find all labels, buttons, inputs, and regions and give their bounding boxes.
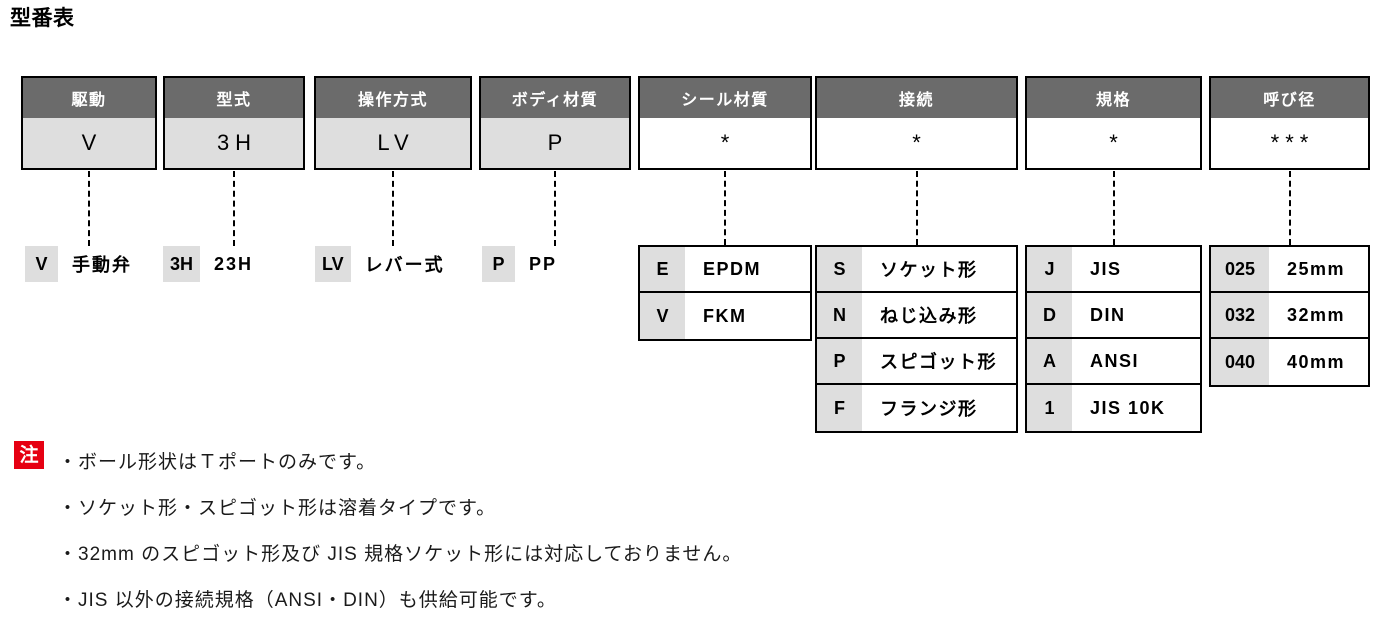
code-box-header: 規格 xyxy=(1027,78,1200,118)
code-box-value: 3H xyxy=(165,118,303,168)
legend-label: 23H xyxy=(214,253,254,274)
legend-table-row: 040 40mm xyxy=(1211,339,1368,385)
note-line-3: ・32mm のスピゴット形及び JIS 規格ソケット形には対応しておりません。 xyxy=(58,544,743,565)
code-box-header: 接続 xyxy=(817,78,1016,118)
code-box-header: 型式 xyxy=(165,78,303,118)
legend-code: LV xyxy=(315,246,351,282)
code-box-value: * xyxy=(640,118,810,168)
legend-code: 1 xyxy=(1027,385,1072,431)
legend-code: V xyxy=(25,246,58,282)
connector-line-5 xyxy=(724,171,726,245)
legend-code: V xyxy=(640,293,685,339)
legend-table-row: A ANSI xyxy=(1027,339,1200,385)
code-box-value: P xyxy=(481,118,629,168)
code-box-value: V xyxy=(23,118,155,168)
note-line-1: ・ボール形状はＴポートのみです。 xyxy=(58,452,377,473)
inline-legend-3: LV レバー式 xyxy=(315,246,445,282)
legend-label: ANSI xyxy=(1090,350,1140,371)
code-box-value: * xyxy=(1027,118,1200,168)
legend-table-row: S ソケット形 xyxy=(817,247,1016,293)
note-line-2: ・ソケット形・スピゴット形は溶着タイプです。 xyxy=(58,498,497,519)
code-box-header: ボディ材質 xyxy=(481,78,629,118)
code-box-value: * xyxy=(817,118,1016,168)
legend-code: P xyxy=(482,246,515,282)
legend-table-row: V FKM xyxy=(640,293,810,339)
legend-table-row: J JIS xyxy=(1027,247,1200,293)
connector-line-4 xyxy=(554,171,556,246)
legend-table-row: 032 32mm xyxy=(1211,293,1368,339)
code-box-header: シール材質 xyxy=(640,78,810,118)
legend-table-row: N ねじ込み形 xyxy=(817,293,1016,339)
code-box-header: 駆動 xyxy=(23,78,155,118)
legend-table-row: E EPDM xyxy=(640,247,810,293)
legend-table-standard: J JIS D DIN A ANSI 1 JIS 10K xyxy=(1025,245,1202,433)
code-box-7: 規格* xyxy=(1025,76,1202,170)
code-box-5: シール材質* xyxy=(638,76,812,170)
legend-label: FKM xyxy=(703,305,747,326)
legend-label: レバー式 xyxy=(364,255,445,275)
legend-code: F xyxy=(817,385,862,431)
connector-line-8 xyxy=(1288,171,1291,245)
legend-code: 032 xyxy=(1211,293,1269,337)
legend-label: 40mm xyxy=(1287,351,1346,372)
code-box-value: LV xyxy=(316,118,470,168)
legend-table-nominal-diameter: 025 25mm 032 32mm 040 40mm xyxy=(1209,245,1370,387)
code-box-8: 呼び径*** xyxy=(1209,76,1370,170)
legend-code: S xyxy=(817,247,862,291)
legend-code: N xyxy=(817,293,862,337)
legend-code: A xyxy=(1027,339,1072,383)
legend-label: JIS 10K xyxy=(1090,397,1166,418)
legend-table-row: 1 JIS 10K xyxy=(1027,385,1200,431)
inline-legend-1: V 手動弁 xyxy=(25,246,132,282)
note-lines: ・ボール形状はＴポートのみです。・ソケット形・スピゴット形は溶着タイプです。・3… xyxy=(14,440,1354,624)
legend-label: フランジ形 xyxy=(880,399,978,419)
legend-code: P xyxy=(817,339,862,383)
legend-code: D xyxy=(1027,293,1072,337)
legend-label: ソケット形 xyxy=(880,260,978,280)
legend-table-row: F フランジ形 xyxy=(817,385,1016,431)
legend-label: JIS xyxy=(1090,258,1122,279)
code-box-header: 呼び径 xyxy=(1211,78,1368,118)
legend-label: 32mm xyxy=(1287,304,1346,325)
legend-code: 025 xyxy=(1211,247,1269,291)
legend-table-seal-material: E EPDM V FKM xyxy=(638,245,812,341)
note-line-4: ・JIS 以外の接続規格（ANSI・DIN）も供給可能です。 xyxy=(58,590,557,611)
legend-label: PP xyxy=(529,253,558,274)
connector-line-1 xyxy=(88,171,90,246)
legend-code: E xyxy=(640,247,685,291)
legend-code: 3H xyxy=(163,246,201,282)
legend-code: 040 xyxy=(1211,339,1269,385)
connector-line-7 xyxy=(1112,171,1115,245)
legend-table-connection: S ソケット形 N ねじ込み形 P スピゴット形 F フランジ形 xyxy=(815,245,1018,433)
note-badge: 注 xyxy=(14,441,44,469)
notes-block: 注 ・ボール形状はＴポートのみです。・ソケット形・スピゴット形は溶着タイプです。… xyxy=(14,440,1354,624)
code-box-header: 操作方式 xyxy=(316,78,470,118)
connector-line-3 xyxy=(392,171,394,246)
legend-label: 手動弁 xyxy=(72,255,132,275)
legend-label: 25mm xyxy=(1287,258,1346,279)
legend-label: DIN xyxy=(1090,304,1126,325)
legend-table-row: 025 25mm xyxy=(1211,247,1368,293)
legend-label: ねじ込み形 xyxy=(880,306,978,326)
legend-label: スピゴット形 xyxy=(880,352,997,372)
code-box-6: 接続* xyxy=(815,76,1018,170)
legend-code: J xyxy=(1027,247,1072,291)
legend-label: EPDM xyxy=(703,258,762,279)
code-box-value: *** xyxy=(1211,118,1368,168)
connector-line-2 xyxy=(233,171,235,246)
legend-table-row: D DIN xyxy=(1027,293,1200,339)
connector-line-6 xyxy=(915,171,918,245)
inline-legend-2: 3H 23H xyxy=(163,246,253,282)
page-title: 型番表 xyxy=(10,7,75,30)
legend-table-row: P スピゴット形 xyxy=(817,339,1016,385)
